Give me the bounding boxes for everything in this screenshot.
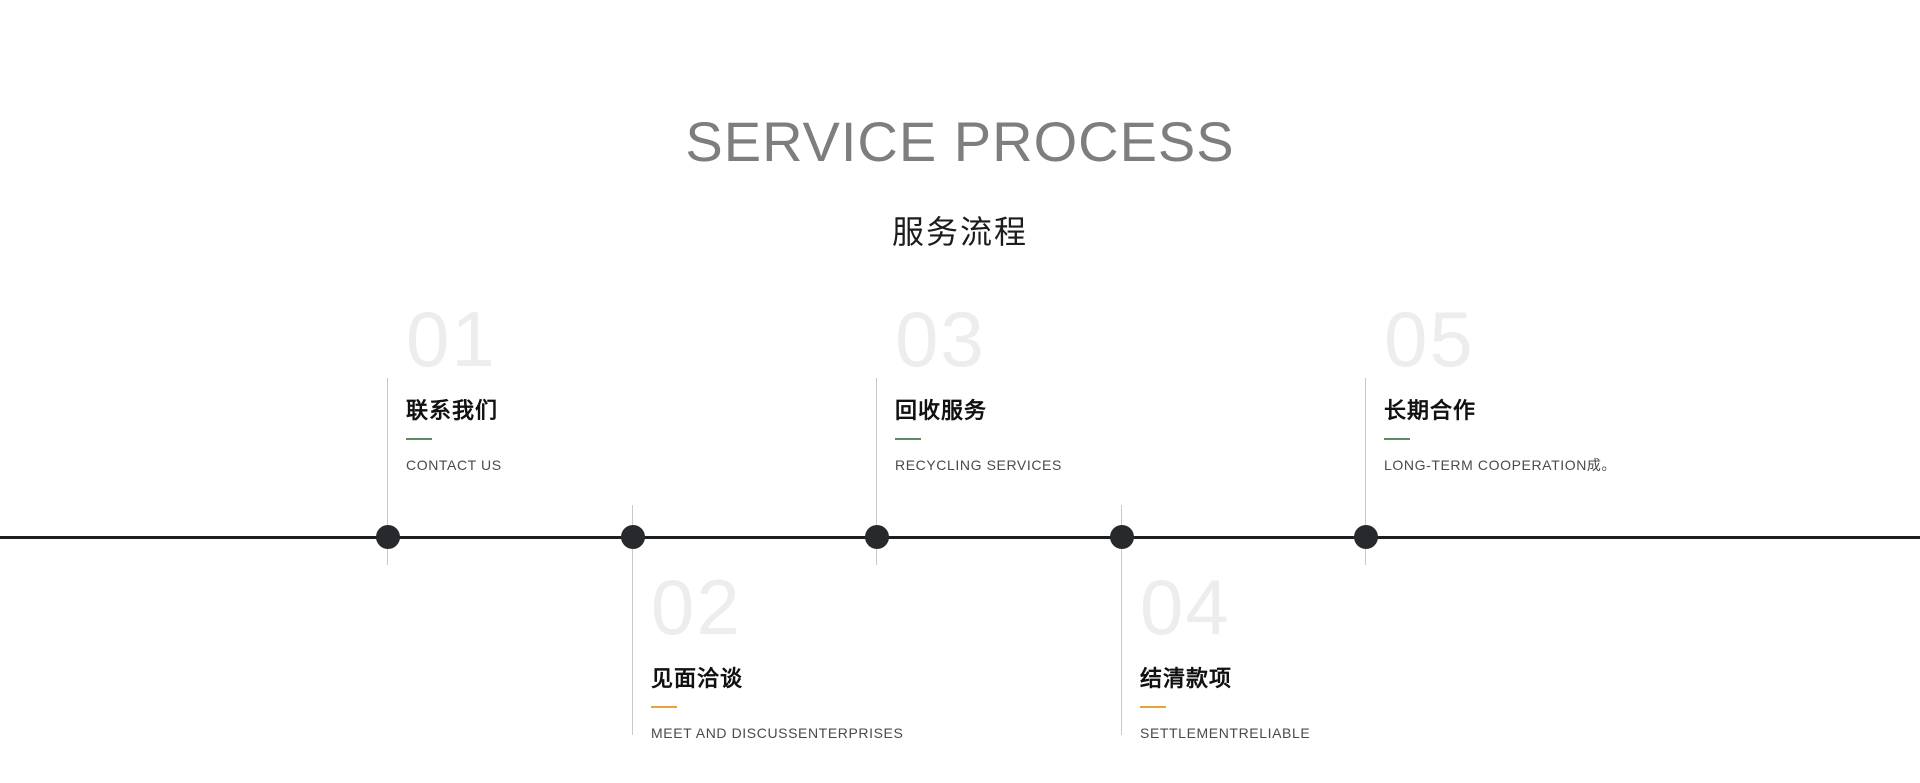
timeline-dot-03[interactable] <box>865 525 889 549</box>
step-accent-rule <box>1384 438 1410 440</box>
step-number: 03 <box>895 295 986 383</box>
timeline-dot-05[interactable] <box>1354 525 1378 549</box>
timeline-dot-04[interactable] <box>1110 525 1134 549</box>
timeline-axis <box>0 536 1920 539</box>
timeline-dot-01[interactable] <box>376 525 400 549</box>
step-title-chinese: 见面洽谈 <box>651 666 744 691</box>
page-title-english: SERVICE PROCESS <box>685 110 1235 173</box>
step-title-english: LONG-TERM COOPERATION成。 <box>1384 457 1617 473</box>
page-title-chinese: 服务流程 <box>891 214 1028 250</box>
step-accent-rule <box>895 438 921 440</box>
step-title-chinese: 长期合作 <box>1384 398 1477 423</box>
step-title-english: SETTLEMENTRELIABLE <box>1140 725 1311 741</box>
step-title-english: CONTACT US <box>406 457 502 473</box>
step-connector-line <box>387 378 388 565</box>
step-title-chinese: 回收服务 <box>895 398 988 423</box>
step-number: 04 <box>1140 563 1231 651</box>
timeline-dot-02[interactable] <box>621 525 645 549</box>
step-accent-rule <box>1140 706 1166 708</box>
step-accent-rule <box>406 438 432 440</box>
step-connector-line <box>632 505 633 735</box>
step-accent-rule <box>651 706 677 708</box>
step-connector-line <box>1121 505 1122 735</box>
step-connector-line <box>876 378 877 565</box>
step-number: 05 <box>1384 295 1475 383</box>
step-title-chinese: 结清款项 <box>1140 666 1233 691</box>
step-connector-line <box>1365 378 1366 565</box>
step-title-english: RECYCLING SERVICES <box>895 457 1062 473</box>
step-number: 01 <box>406 295 497 383</box>
step-number: 02 <box>651 563 742 651</box>
step-title-chinese: 联系我们 <box>406 398 499 423</box>
step-title-english: MEET AND DISCUSSENTERPRISES <box>651 725 904 741</box>
